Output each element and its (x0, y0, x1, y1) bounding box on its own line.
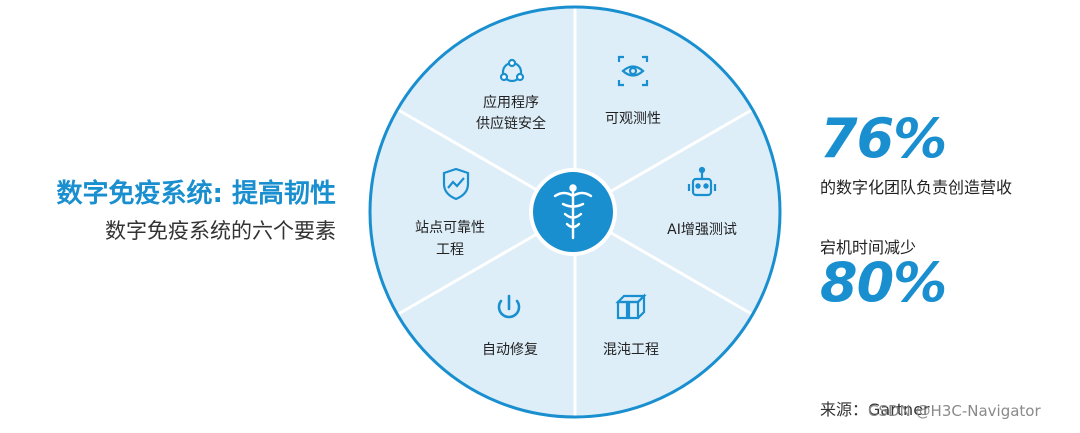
segment-label: 站点可靠性 (415, 220, 485, 236)
stat-value-76: 76% (820, 107, 947, 170)
segment-site-reliability: 站点可靠性 工程 (415, 167, 485, 258)
six-elements-wheel: 应用程序 供应链安全 可观测性 AI增强测试 混沌工 (368, 5, 782, 419)
power-icon (497, 294, 521, 319)
stat-label-revenue: 的数字化团队负责创造营收 (820, 178, 1013, 197)
segment-label: 工程 (436, 242, 464, 258)
segment-label: AI增强测试 (667, 222, 737, 238)
wheel-outer-ring (368, 5, 782, 419)
segment-label: 混沌工程 (603, 342, 659, 358)
segment-ai-testing: AI增强测试 (667, 166, 737, 238)
segment-app-supply-chain: 应用程序 供应链安全 (476, 58, 546, 132)
cubes-icon (615, 293, 647, 320)
segment-label: 供应链安全 (476, 115, 546, 132)
stat-value-80: 80% (820, 251, 947, 314)
network-icon (499, 58, 525, 83)
watermark: CSDN @H3C-Navigator (868, 402, 1041, 420)
segment-chaos-engineering: 混沌工程 (603, 293, 659, 358)
robot-icon (687, 166, 717, 197)
segment-label: 自动修复 (482, 341, 538, 358)
stat-label-downtime: 宕机时间减少 (820, 238, 917, 257)
source-note: 来源：Gartner (820, 400, 930, 419)
page-subtitle: 数字免疫系统的六个要素 (105, 219, 336, 243)
segment-label: 可观测性 (605, 111, 661, 127)
caduceus-icon (553, 184, 593, 240)
page-title: 数字免疫系统: 提高韧性 (56, 179, 336, 209)
shield-icon (442, 167, 470, 201)
segment-observability: 可观测性 (605, 55, 661, 127)
segment-auto-remediation: 自动修复 (482, 294, 538, 358)
eye-scan-icon (617, 55, 649, 87)
segment-label: 应用程序 (483, 94, 539, 111)
